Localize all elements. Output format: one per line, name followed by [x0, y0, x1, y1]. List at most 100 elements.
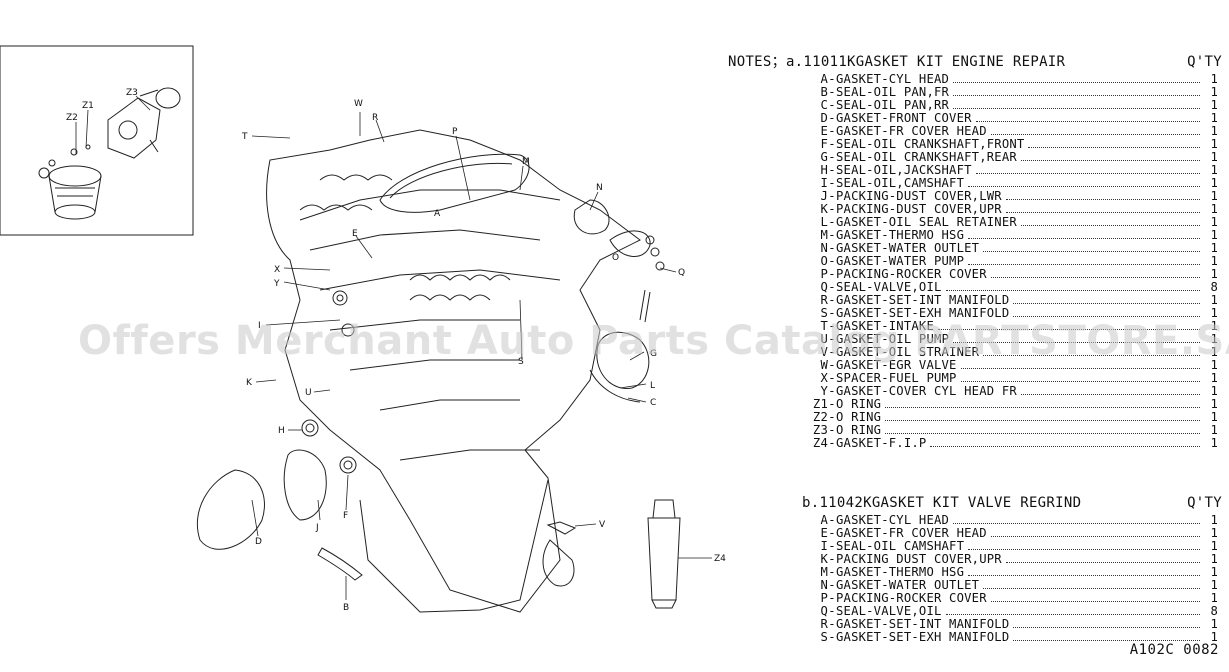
part-qty: 1: [1210, 552, 1218, 566]
diagram-callouts: W R T P M N E X Y I K U H F J D B G L C …: [66, 88, 726, 613]
parts-notes: NOTES；a.11011KGASKET KIT ENGINE REPAIR Q…: [728, 54, 1226, 644]
part-description: SEAL-OIL PAN,FR: [836, 85, 950, 99]
separator: -: [828, 526, 836, 540]
part-description: GASKET-OIL PUMP: [836, 332, 950, 346]
callout-leader-lines: [75, 95, 712, 600]
part-qty: 1: [1210, 189, 1218, 203]
part-code: R: [820, 293, 828, 307]
callout-z3: Z3: [126, 88, 138, 98]
leader-dots: [885, 414, 1200, 421]
separator: -: [828, 85, 836, 99]
part-code: I: [820, 176, 828, 190]
leader-dots: [885, 427, 1200, 434]
leader-dots: [975, 167, 1200, 174]
part-description: GASKET-EGR VALVE: [836, 358, 957, 372]
separator: -: [828, 228, 836, 242]
part-qty: 1: [1210, 423, 1218, 437]
leader-dots: [960, 375, 1200, 382]
part-qty: 1: [1210, 513, 1218, 527]
leader-dots: [953, 89, 1200, 96]
part-qty: 1: [1210, 617, 1218, 631]
leader-dots: [968, 232, 1200, 239]
part-qty: 1: [1210, 397, 1218, 411]
part-qty: 1: [1210, 293, 1218, 307]
separator: -: [828, 384, 836, 398]
leader-dots: [945, 284, 1200, 291]
part-description: GASKET-SET-INT MANIFOLD: [836, 617, 1010, 631]
callout-d: D: [255, 537, 262, 547]
part-description: SEAL-OIL,JACKSHAFT: [836, 163, 972, 177]
part-code: I: [820, 539, 828, 553]
leader-dots: [1005, 193, 1200, 200]
part-code: E: [820, 124, 828, 138]
part-code: Z1: [812, 397, 828, 411]
part-code: E: [820, 526, 828, 540]
leader-dots: [885, 401, 1200, 408]
leader-dots: [990, 271, 1200, 278]
part-description: SPACER-FUEL PUMP: [836, 371, 957, 385]
separator: -: [828, 630, 836, 644]
separator: -: [828, 176, 836, 190]
separator: -: [828, 604, 836, 618]
leader-dots: [990, 128, 1200, 135]
part-description: GASKET-SET-EXH MANIFOLD: [836, 306, 1010, 320]
separator: -: [828, 124, 836, 138]
part-description: GASKET-F.I.P: [836, 436, 927, 450]
part-description: GASKET-SET-EXH MANIFOLD: [836, 630, 1010, 644]
part-code: Z4: [812, 436, 828, 450]
leader-dots: [1020, 154, 1200, 161]
part-code: B: [820, 85, 828, 99]
part-qty: 1: [1210, 345, 1218, 359]
part-description: SEAL-OIL PAN,RR: [836, 98, 950, 112]
separator: -: [828, 539, 836, 553]
separator: -: [828, 591, 836, 605]
callout-u: U: [305, 388, 312, 398]
separator: -: [828, 513, 836, 527]
callout-p: P: [452, 127, 458, 137]
part-qty: 8: [1210, 280, 1218, 294]
leader-dots: [1005, 556, 1200, 563]
part-qty: 1: [1210, 319, 1218, 333]
part-description: GASKET-FR COVER HEAD: [836, 124, 987, 138]
callout-b: B: [343, 603, 349, 613]
part-code: A: [820, 72, 828, 86]
part-description: GASKET-WATER PUMP: [836, 254, 965, 268]
part-code: N: [820, 578, 828, 592]
filter-bracket-illustration: [38, 87, 181, 179]
part-code: J: [820, 189, 828, 203]
part-code: L: [820, 215, 828, 229]
leader-dots: [1020, 219, 1200, 226]
part-qty: 1: [1210, 72, 1218, 86]
callout-s: S: [518, 357, 524, 367]
leader-dots: [990, 595, 1200, 602]
separator: -: [828, 98, 836, 112]
kit-b-qty-label: Q'TY: [1187, 495, 1222, 511]
part-code: K: [820, 552, 828, 566]
callout-l: L: [650, 381, 655, 391]
part-code: A: [820, 513, 828, 527]
engine-block-illustration: [196, 129, 681, 613]
separator: -: [828, 578, 836, 592]
callout-z1: Z1: [82, 101, 94, 111]
sealant-tube-illustration: [647, 499, 681, 601]
part-qty: 1: [1210, 630, 1218, 644]
part-description: PACKING-ROCKER COVER: [836, 591, 987, 605]
separator: -: [828, 72, 836, 86]
leader-dots: [983, 582, 1200, 589]
leader-dots: [1028, 141, 1200, 148]
